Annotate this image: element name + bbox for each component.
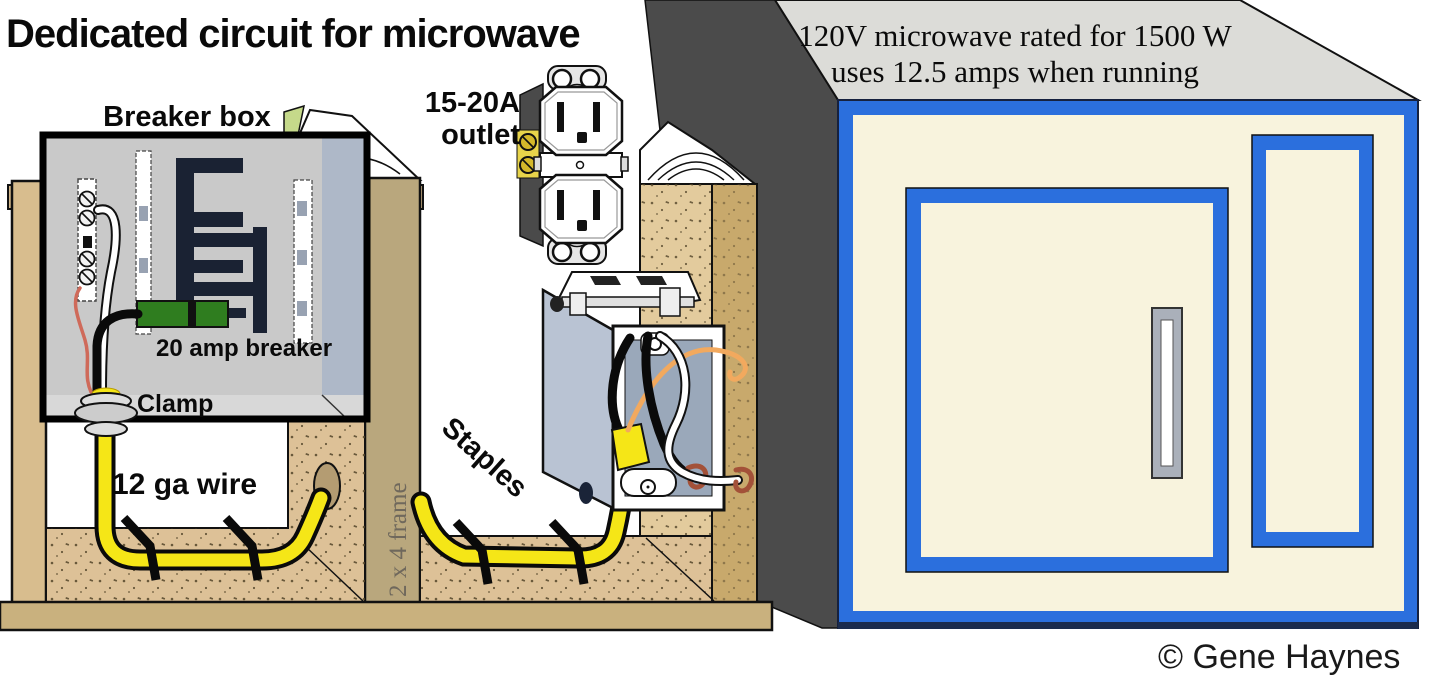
outlet-upper-receptacle (538, 85, 624, 157)
breaker-box (39, 131, 371, 437)
center-stud (363, 176, 422, 606)
pigtail-wire (73, 286, 93, 394)
outlet-label-line2: outlet (441, 119, 520, 151)
electrical-box (541, 271, 754, 512)
box-neutral-wire (657, 333, 741, 484)
staple-icon (452, 518, 493, 585)
neutral-bar (77, 178, 97, 302)
breaker-box-side (322, 137, 365, 395)
base-plate (0, 600, 774, 632)
staple-icon (222, 514, 263, 581)
breaker-box-border (39, 131, 371, 423)
staple-icon (120, 514, 161, 581)
cable-clamp (74, 387, 138, 437)
cable-sheath-end (610, 422, 651, 472)
microwave-bottom-edge (838, 622, 1418, 629)
copper-hook-icon (733, 466, 754, 494)
copyright-credit: © Gene Haynes (1158, 638, 1400, 676)
outlet-label-line1: 15-20A (425, 87, 520, 119)
cable-left (98, 429, 328, 567)
microwave-handle-slot (1160, 319, 1174, 467)
breaker-bus-bars (176, 158, 267, 333)
breaker-box-label: Breaker box (103, 101, 271, 133)
clamp-label: Clamp (137, 390, 213, 418)
wire-gauge-label: 12 ga wire (112, 468, 257, 501)
box-screw-nub (579, 482, 593, 504)
breaker-label: 20 amp breaker (156, 335, 332, 362)
page-title: Dedicated circuit for microwave (6, 12, 580, 56)
staple-icon (548, 518, 589, 585)
microwave-caption-line2: uses 12.5 amps when running (831, 54, 1199, 89)
staples (120, 514, 589, 585)
outlet-lower-receptacle (538, 173, 624, 245)
duplex-outlet (516, 65, 629, 265)
electrical-box-side (541, 287, 615, 511)
microwave (644, 0, 1422, 629)
breaker-toggle (188, 302, 196, 326)
neutral-wire (95, 206, 119, 395)
twenty-amp-breaker (136, 300, 229, 328)
mounting-bracket (550, 287, 695, 317)
hot-wire (92, 309, 143, 397)
microwave-control-panel-face (1266, 150, 1359, 532)
ground-wire (625, 347, 748, 433)
breaker-slot-strip (135, 150, 313, 344)
frame-label: 2 x 4 frame (385, 482, 412, 597)
box-hot-wire (607, 333, 635, 437)
microwave-caption-line1: 120V microwave rated for 1500 W (798, 18, 1232, 53)
